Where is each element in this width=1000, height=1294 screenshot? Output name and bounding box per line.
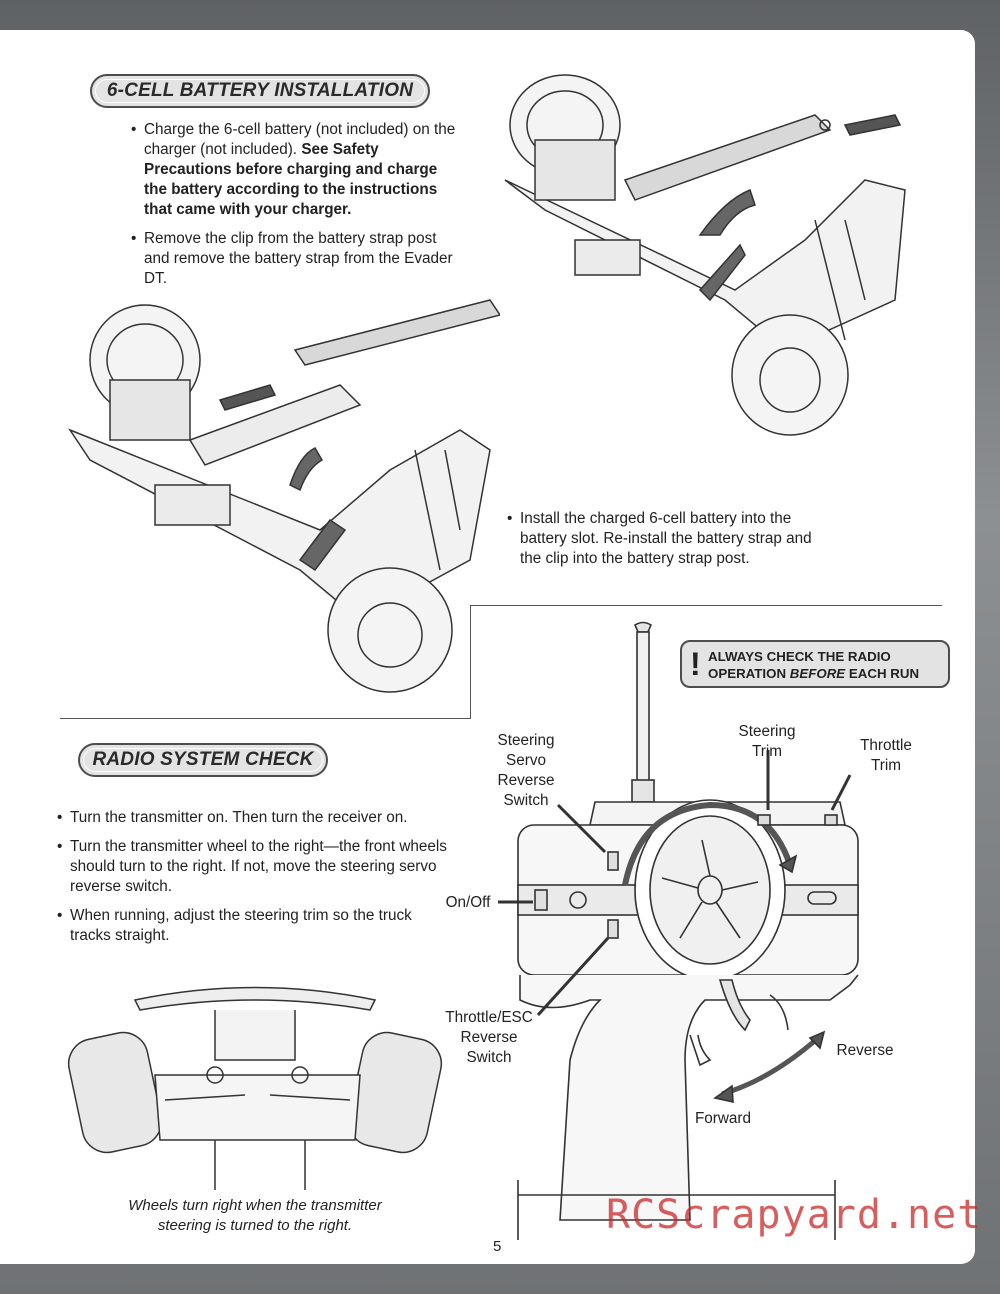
section-divider-vertical [470,605,471,718]
reverse-label: Reverse [836,1042,894,1059]
throttle-esc-reverse-label: Throttle/ESC Reverse Switch [445,1009,533,1066]
page-number: 5 [493,1238,502,1255]
figure-caption: Wheels turn right when the transmitter s… [128,1197,382,1234]
on-off-label: On/Off [445,894,491,911]
battery-install-list: Install the charged 6-cell battery into … [507,509,827,578]
section-divider-top [470,605,942,606]
list-item: Charge the 6-cell battery (not included)… [131,120,461,220]
steering-servo-reverse-label: Steering Servo Reverse Switch [497,732,555,809]
list-item: Install the charged 6-cell battery into … [507,509,827,569]
list-item: When running, adjust the steering trim s… [57,906,447,946]
watermark: RCScrapyard.net [606,1192,983,1238]
truck-strap-removal-illustration [504,74,906,436]
battery-section-title: 6-CELL BATTERY INSTALLATION [90,74,430,108]
section-divider-bottom [60,718,471,719]
exclamation-icon: ! [690,646,701,682]
warning-callout: ! ALWAYS CHECK THE RADIO OPERATION BEFOR… [680,640,950,688]
list-item: Turn the transmitter on. Then turn the r… [57,808,447,828]
throttle-trim-label: Throttle Trim [860,737,912,774]
radio-check-list: Turn the transmitter on. Then turn the r… [57,808,447,955]
battery-instructions-list: Charge the 6-cell battery (not included)… [131,120,461,298]
forward-label: Forward [694,1110,752,1127]
steering-trim-label: Steering Trim [738,723,796,760]
list-item: Remove the clip from the battery strap p… [131,229,461,289]
transmitter-illustration [498,621,859,1240]
list-item: Turn the transmitter wheel to the right—… [57,837,447,897]
radio-section-title: RADIO SYSTEM CHECK [78,743,328,777]
front-wheels-illustration [67,986,443,1190]
truck-battery-install-illustration [68,299,500,693]
